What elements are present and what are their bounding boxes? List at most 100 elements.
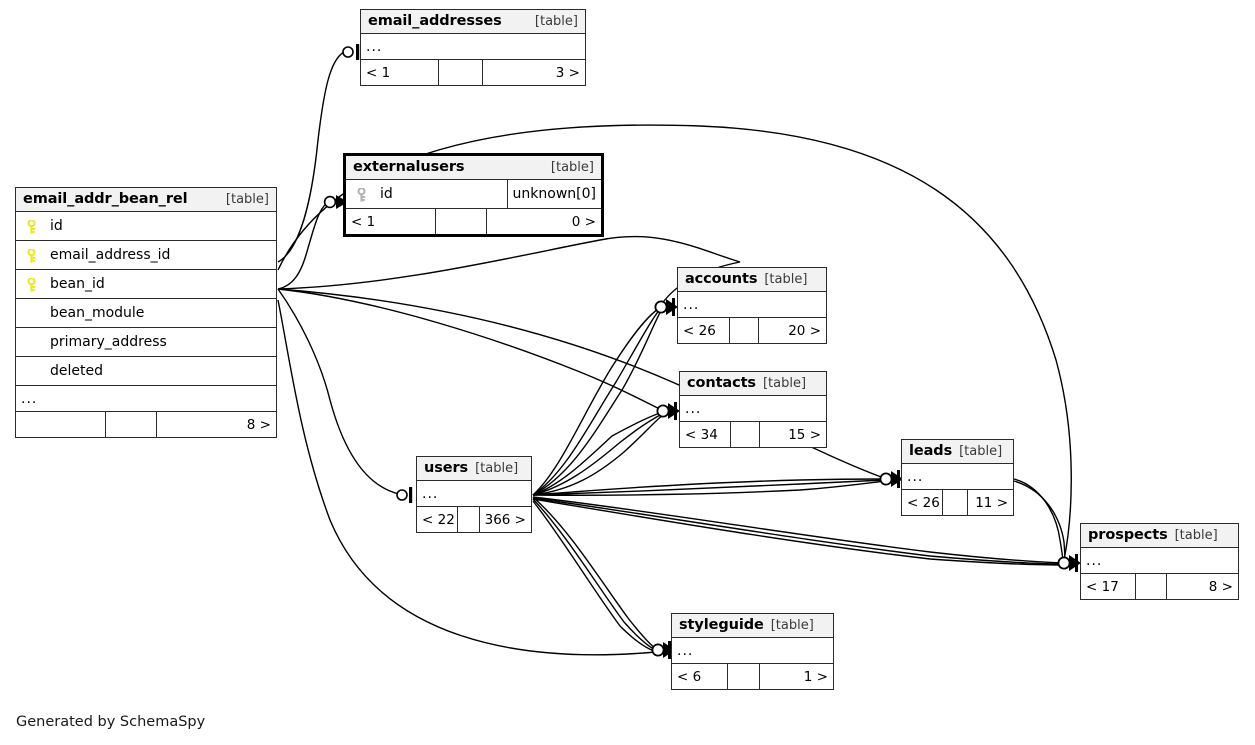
table-name-externalusers: externalusers xyxy=(353,159,465,175)
table-name-contacts: contacts xyxy=(687,375,756,391)
marker-tick-leads xyxy=(897,470,900,488)
edge-users-leads-3 xyxy=(532,480,886,496)
table-name-email_addr_bean_rel: email_addr_bean_rel xyxy=(23,191,188,207)
primary-key-icon xyxy=(26,277,37,292)
footer-parents-count: < 26 xyxy=(683,322,716,339)
footer-children-count: 15 > xyxy=(788,426,821,443)
table-kind-contacts: [table] xyxy=(762,376,807,391)
edge-ebr-contacts xyxy=(277,288,663,411)
footer-middle-cell xyxy=(727,664,760,689)
table-kind-prospects: [table] xyxy=(1174,528,1218,543)
edge-users-contacts-1 xyxy=(532,411,664,496)
marker-circle-externalusers xyxy=(323,195,337,209)
marker-circle-users xyxy=(396,489,408,501)
more-columns-ellipsis[interactable]: ... xyxy=(902,464,1013,490)
marker-tick-contacts xyxy=(674,402,677,420)
column-row[interactable]: bean_id xyxy=(16,270,276,299)
column-row[interactable]: primary_address xyxy=(16,328,276,357)
marker-tick-email_addresses xyxy=(356,44,360,60)
table-kind-email_addr_bean_rel: [table] xyxy=(225,192,269,207)
footer-middle-cell xyxy=(729,318,759,343)
edge-users-accounts-1 xyxy=(532,306,662,496)
column-row[interactable]: deleted xyxy=(16,357,276,386)
footer-middle-cell xyxy=(942,490,968,515)
edge-users-accounts-2 xyxy=(532,307,662,496)
edge-users-leads-1 xyxy=(532,478,885,496)
edge-users-leads-2 xyxy=(532,479,885,496)
footer-middle-cell xyxy=(435,209,487,234)
edge-ebr-email_addresses xyxy=(277,51,345,263)
table-name-users: users xyxy=(424,460,469,476)
table-header-accounts: accounts[table] xyxy=(678,268,826,292)
edge-leads-prospects-2 xyxy=(1013,480,1066,564)
column-row[interactable]: email_address_id xyxy=(16,241,276,270)
footer-children-count: 11 > xyxy=(975,494,1008,511)
table-node-styleguide[interactable]: styleguide [table]... < 6 1 > xyxy=(671,613,834,690)
table-kind-email_addresses: [table] xyxy=(534,14,578,29)
column-name: bean_module xyxy=(50,305,145,321)
column-row[interactable]: id xyxy=(16,212,276,241)
table-kind-leads: [table] xyxy=(959,444,1003,459)
more-columns-ellipsis[interactable]: ... xyxy=(680,396,826,422)
more-columns-ellipsis[interactable]: ... xyxy=(1081,548,1238,574)
marker-circle-styleguide xyxy=(651,643,665,657)
edge-ebr-users xyxy=(277,288,400,495)
marker-circle-email_addresses xyxy=(342,46,354,58)
marker-circle-prospects xyxy=(1057,556,1071,570)
more-columns-ellipsis[interactable]: ... xyxy=(672,638,833,664)
footer-children-count: 8 > xyxy=(246,416,271,433)
table-kind-externalusers: [table] xyxy=(550,160,594,175)
table-kind-accounts: [table] xyxy=(764,272,808,287)
column-row[interactable]: bean_module xyxy=(16,299,276,328)
table-name-prospects: prospects xyxy=(1088,527,1168,543)
table-name-leads: leads xyxy=(909,443,953,459)
more-columns-ellipsis[interactable]: ... xyxy=(16,386,276,412)
column-key-cell xyxy=(16,219,46,234)
footer-children-count: 366 > xyxy=(484,511,526,528)
marker-circle-accounts xyxy=(654,300,668,314)
footer-middle-cell xyxy=(105,412,157,437)
edge-users-styleguide-3 xyxy=(532,500,658,653)
edge-users-contacts-3 xyxy=(532,413,665,496)
column-key-cell xyxy=(16,248,46,263)
marker-tick-prospects xyxy=(1075,554,1078,572)
table-footer-externalusers: < 1 0 > xyxy=(346,209,601,234)
column-key-cell xyxy=(346,187,376,202)
table-kind-styleguide: [table] xyxy=(770,618,814,633)
footer-middle-cell xyxy=(438,60,483,85)
column-name: bean_id xyxy=(50,276,105,292)
footer-children-count: 0 > xyxy=(571,213,596,230)
footer-parents-count: < 1 xyxy=(351,213,376,230)
table-header-contacts: contacts [table] xyxy=(680,372,826,396)
more-columns-ellipsis[interactable]: ... xyxy=(678,292,826,318)
more-columns-ellipsis[interactable]: ... xyxy=(417,481,531,507)
column-type: unknown[0] xyxy=(506,180,601,208)
footer-middle-cell xyxy=(457,507,480,532)
table-node-email_addresses[interactable]: email_addresses[table]... < 1 3 > xyxy=(360,9,586,86)
table-footer-styleguide: < 6 1 > xyxy=(672,664,833,689)
footer-parents-count: < 6 xyxy=(677,668,702,685)
footer-children-count: 3 > xyxy=(555,64,580,81)
table-header-email_addresses: email_addresses[table] xyxy=(361,10,585,34)
footer-parents-count: < 17 xyxy=(1086,578,1119,595)
primary-key-icon xyxy=(26,219,37,234)
more-columns-ellipsis[interactable]: ... xyxy=(361,34,585,60)
table-name-styleguide: styleguide xyxy=(679,617,764,633)
footer-parents-count: < 1 xyxy=(366,64,391,81)
connector-markers xyxy=(323,44,1081,659)
footer-children-count: 1 > xyxy=(803,668,828,685)
edge-ebr-externalusers xyxy=(277,202,328,290)
